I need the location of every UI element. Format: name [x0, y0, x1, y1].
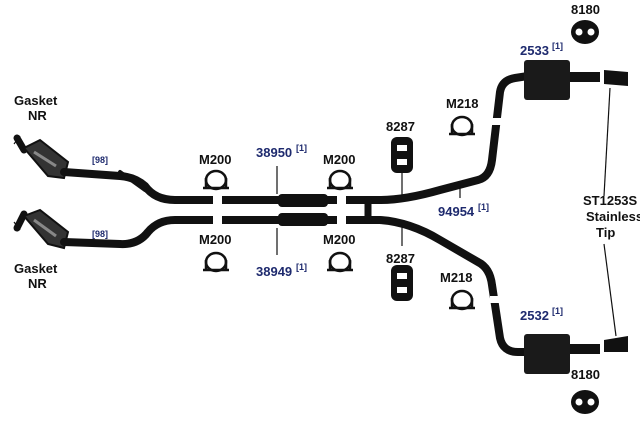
isolator-icon	[571, 390, 599, 414]
clamp-label-m218-bottom: M218	[440, 270, 473, 285]
part-number-2533: 2533	[520, 43, 549, 58]
part-ref-94954: [1]	[478, 202, 489, 212]
hanger-icon	[391, 137, 413, 173]
gasket-label-top-line1: Gasket	[14, 93, 58, 108]
down-pipe-bottom	[60, 216, 532, 356]
part-number-38949: 38949	[256, 264, 292, 279]
cat-ref-bottom: [98]	[92, 229, 108, 239]
pipe-top-bend	[118, 170, 147, 192]
gasket-label-top-line2: NR	[28, 108, 47, 123]
tip-label-line1: ST1253S	[583, 193, 638, 208]
u-clamp-icon	[203, 251, 229, 273]
pipe-section-38949	[278, 213, 328, 226]
hanger-icon	[391, 265, 413, 301]
clamp-label-m200-tl: M200	[199, 152, 232, 167]
hanger-label-bottom: 8287	[386, 251, 415, 266]
part-ref-2533: [1]	[552, 41, 563, 51]
gasket-label-bottom-line1: Gasket	[14, 261, 58, 276]
part-number-94954: 94954	[438, 204, 475, 219]
u-clamp-icon	[203, 169, 229, 191]
clamp-label-m200-tr: M200	[323, 152, 356, 167]
gasket-label-bottom-line2: NR	[28, 276, 47, 291]
isolator-icon	[571, 20, 599, 44]
down-pipe-top	[60, 72, 532, 204]
part-ref-38950: [1]	[296, 143, 307, 153]
hanger-label-top: 8287	[386, 119, 415, 134]
muffler-bottom	[524, 334, 628, 374]
tip-label-line2: Stainless	[586, 209, 640, 224]
clamp-label-m200-br: M200	[323, 232, 356, 247]
pipe-section-38950	[278, 194, 328, 207]
catalytic-converter-top	[13, 134, 70, 180]
clamp-label-m218-top: M218	[446, 96, 479, 111]
catalytic-converter-bottom	[13, 208, 70, 250]
u-clamp-icon	[449, 289, 475, 311]
u-clamp-icon	[327, 169, 353, 191]
isolator-label-top: 8180	[571, 2, 600, 17]
u-clamp-icon	[327, 251, 353, 273]
part-ref-2532: [1]	[552, 306, 563, 316]
clamp-label-m200-bl: M200	[199, 232, 232, 247]
part-number-38950: 38950	[256, 145, 292, 160]
tip-label-line3: Tip	[596, 225, 615, 240]
part-number-2532: 2532	[520, 308, 549, 323]
cat-ref-top: [98]	[92, 155, 108, 165]
isolator-label-bottom: 8180	[571, 367, 600, 382]
part-ref-38949: [1]	[296, 262, 307, 272]
muffler-top	[524, 60, 628, 100]
u-clamp-icon	[449, 115, 475, 137]
